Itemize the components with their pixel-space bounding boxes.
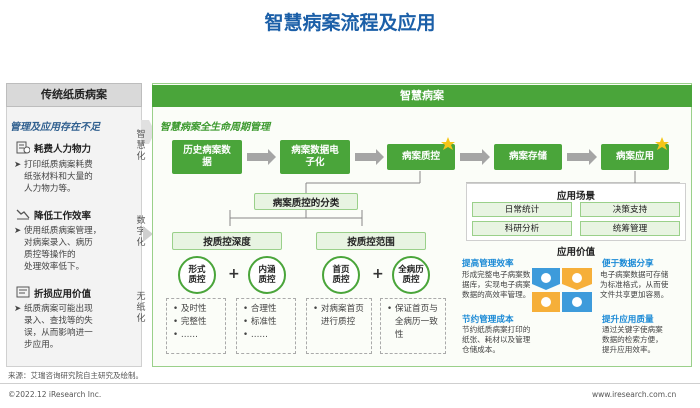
value-efficiency-text: 形成完整电子病案数 据库，实现电子病案 数据的高效率管理。 [462,270,531,299]
circle-content-qc: 内涵质控 [248,256,286,294]
qc-scope-title: 按质控范围 [316,232,426,250]
circle-form-qc: 形式质控 [178,256,216,294]
flow-storage: 病案存储 [494,144,562,170]
flow-digitization: 病案数据电子化 [280,140,350,174]
qc-form-items: • 及时性 • 完整性 • …… [166,298,226,354]
section-text-value: ➤ 纸质病案可能出现 录入、查找等的失 误，从而影响进一 步应用。 [14,304,93,350]
qc-full-record-items: • 保证首页与全病历一致性 [380,298,446,354]
qc-content-items: • 合理性 • 标准性 • …… [236,298,296,354]
side-chevron [143,226,153,242]
chart-down-icon [16,209,30,220]
smart-header: 智慧病案 [152,85,692,107]
flow-quality-control: 病案质控 [387,144,455,170]
value-efficiency-title: 提高管理效率 [462,259,514,269]
section-title-cost: 耗费人力物力 [34,144,92,155]
qc-homepage-items: • 对病案首页进行质控 [306,298,372,354]
section-title-value: 折损应用价值 [34,289,92,300]
copyright: ©2022.12 iResearch Inc. [8,390,102,399]
plus-sign: + [228,266,240,282]
document-money-icon [16,141,30,154]
value-quality-text: 通过关键字使病案 数据的检索方便， 提升应用效率。 [602,325,663,354]
smart-subtitle: 智慧病案全生命周期管理 [160,122,270,133]
scene-title: 应用场景 [556,191,595,202]
qc-depth-title: 按质控深度 [172,232,282,250]
side-arrows [141,120,155,144]
website-url: www.iresearch.com.cn [592,390,677,399]
side-label-smart: 智慧化 [136,130,146,162]
scene-item: 日常统计 [472,202,572,217]
document-lines-icon [16,286,30,298]
qc-classification-title: 病案质控的分类 [254,193,358,210]
footer-divider [0,383,700,384]
scene-item: 科研分析 [472,221,572,236]
section-title-efficiency: 降低工作效率 [34,211,92,222]
side-label-digital: 数字化 [136,216,146,248]
circle-homepage-qc: 首页质控 [322,256,360,294]
value-cost-title: 节约管理成本 [462,315,514,325]
value-cost-text: 节约纸质病案打印的 纸张、耗材以及管理 仓储成本。 [462,325,531,354]
value-sharing-text: 电子病案数据可存储 为标准格式，从而使 文件共享更加容易。 [600,270,669,299]
scene-item: 统筹管理 [580,221,680,236]
value-quality-title: 提升应用质量 [602,315,654,325]
section-text-cost: ➤ 打印纸质病案耗费 纸张材料和大量的 人力物力等。 [14,160,93,194]
page-title: 智慧病案流程及应用 [264,12,436,34]
flow-history-data: 历史病案数据 [172,140,242,174]
value-sharing-title: 便于数据分享 [602,259,654,269]
section-text-efficiency: ➤ 使用纸质病案管理， 对病案录入、病历 质控等操作的 处理效率低下。 [14,226,102,272]
value-title: 应用价值 [556,247,595,258]
traditional-panel [6,83,142,367]
scene-item: 决策支持 [580,202,680,217]
traditional-header: 传统纸质病案 [6,83,142,107]
circle-full-record-qc: 全病历质控 [392,256,430,294]
side-label-paperless: 无纸化 [136,292,146,324]
source-note: 来源：艾瑞咨询研究院自主研究及绘制。 [8,371,143,380]
plus-sign: + [372,266,384,282]
traditional-subtitle: 管理及应用存在不足 [10,122,100,133]
